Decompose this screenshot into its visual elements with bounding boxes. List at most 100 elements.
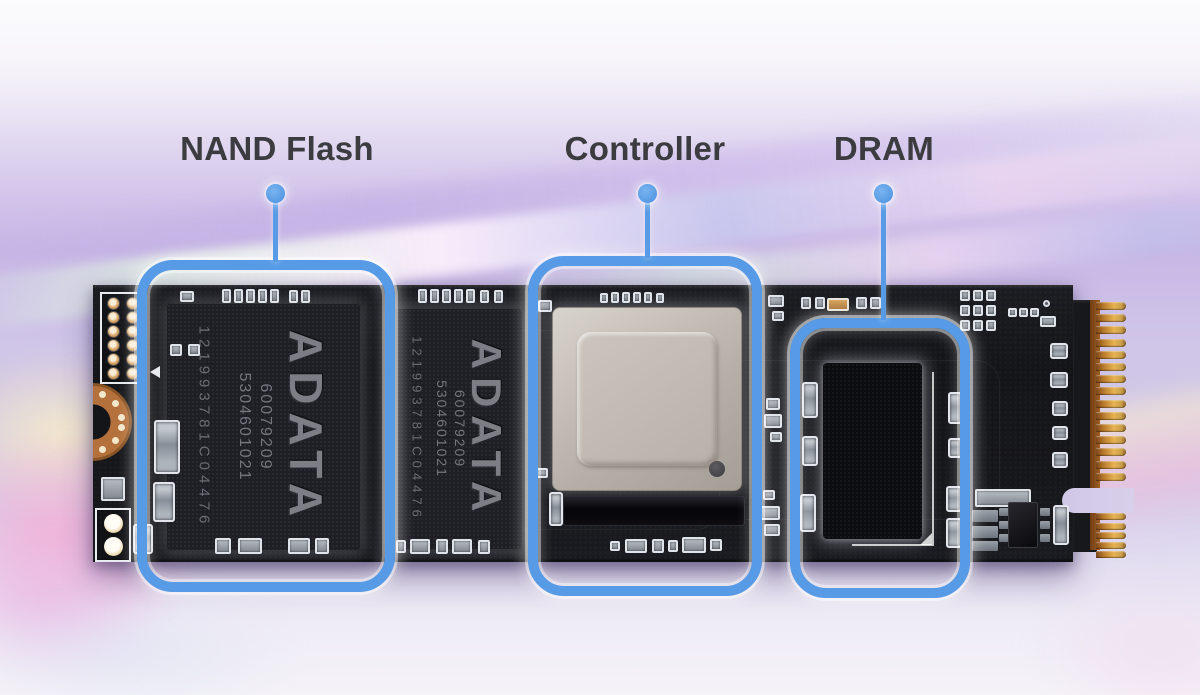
label-dram: DRAM: [833, 130, 935, 167]
test-pad: [103, 514, 123, 533]
smd-component: [760, 506, 780, 520]
smd-component: [452, 539, 472, 554]
smd-component: [1040, 316, 1056, 327]
smd-component: [315, 538, 329, 554]
gold-finger: [1096, 339, 1126, 347]
callout-dot-controller: [638, 184, 657, 203]
smd-component: [960, 320, 970, 331]
chip-serial-line2: 5304601021: [433, 380, 450, 478]
gold-finger: [1096, 412, 1126, 420]
smd-component: [682, 537, 706, 553]
notch-via-dot: [98, 390, 106, 398]
callout-dot-dram: [874, 184, 893, 203]
smd-component: [710, 539, 722, 551]
smd-component: [1040, 534, 1050, 542]
chip-serial-text: 60079209 5304601021: [432, 380, 468, 478]
notch-via-dot: [111, 399, 119, 407]
chip-serial-line1: 60079209: [451, 389, 468, 469]
smd-component: [430, 289, 439, 303]
smd-component: [802, 436, 818, 466]
smd-component: [466, 289, 475, 303]
gold-finger: [1096, 351, 1126, 359]
gold-finger: [1096, 448, 1126, 456]
smd-component: [768, 295, 784, 307]
smd-component: [815, 297, 825, 309]
gold-finger: [1096, 461, 1126, 469]
gold-finger: [1096, 436, 1126, 444]
smd-component: [215, 538, 231, 554]
smd-component: [396, 540, 406, 553]
via-hole: [108, 353, 119, 365]
smd-component: [960, 305, 970, 316]
callout-line-dram: [881, 196, 886, 320]
controller-sub-component: [563, 496, 745, 526]
notch-via-dot: [111, 437, 119, 445]
via-hole: [108, 297, 119, 309]
callout-line-controller: [645, 196, 650, 258]
callout-box-dram: [790, 318, 970, 598]
gold-finger: [1096, 532, 1126, 539]
gold-finger: [1096, 424, 1126, 432]
gold-finger: [1096, 551, 1126, 558]
controller-chip: [552, 307, 742, 491]
smd-component: [1052, 401, 1068, 416]
smd-component: [454, 289, 463, 303]
gold-finger: [1096, 314, 1126, 322]
smd-component: [494, 290, 503, 303]
label-controller: Controller: [564, 130, 726, 167]
smd-component: [801, 297, 811, 309]
smd-component: [772, 311, 784, 321]
smd-component: [418, 289, 427, 303]
label-nand-flash: NAND Flash: [180, 130, 374, 167]
smd-component: [478, 540, 490, 554]
smd-component: [1030, 308, 1039, 317]
gold-finger: [1096, 542, 1126, 549]
callout-line-nand: [273, 196, 278, 262]
smd-component: [101, 477, 125, 501]
m2-key-notch: [1062, 488, 1134, 513]
smd-component: [610, 541, 620, 551]
gold-finger: [1096, 302, 1126, 310]
via-hole: [108, 339, 119, 351]
callout-box-nand: [137, 260, 395, 592]
smd-component: [763, 490, 775, 500]
notch-via-dot: [118, 423, 126, 431]
smd-component: [1053, 505, 1069, 545]
chip-lot-text: 121993781C04476: [409, 336, 425, 522]
smd-component: [856, 297, 867, 309]
gold-finger: [1096, 387, 1126, 395]
smd-component: [800, 494, 816, 532]
smd-component: [625, 539, 647, 553]
smd-component: [1008, 308, 1017, 317]
dram-chip: [823, 363, 922, 539]
smd-component: [986, 290, 996, 301]
smd-component: [764, 414, 782, 428]
smd-component: [549, 492, 563, 526]
smd-component: [238, 538, 262, 554]
smd-component: [766, 398, 780, 410]
via-hole: [108, 311, 119, 323]
smd-component: [442, 289, 451, 303]
via-hole: [108, 367, 119, 379]
notch-via-dot: [98, 446, 106, 454]
test-pads: [95, 508, 131, 562]
pin1-dot: [709, 461, 725, 477]
callout-box-controller: [528, 256, 762, 596]
smd-component: [972, 526, 998, 538]
smd-component: [1040, 521, 1050, 529]
smd-component: [1052, 426, 1068, 440]
smd-component: [972, 510, 998, 522]
smd-component: [652, 539, 664, 553]
smd-component: [802, 382, 818, 418]
gold-finger: [1096, 400, 1126, 408]
gold-finger: [1096, 375, 1126, 383]
smd-component: [960, 290, 970, 301]
smd-component: [972, 541, 998, 551]
smd-component: [986, 305, 996, 316]
smd-component: [1040, 508, 1050, 516]
via-hole: [127, 339, 138, 351]
smd-component: [1043, 300, 1050, 307]
silkscreen-triangle: [920, 533, 932, 545]
nand-chip-2: ADATA 60079209 5304601021 121993781C0447…: [392, 309, 522, 549]
